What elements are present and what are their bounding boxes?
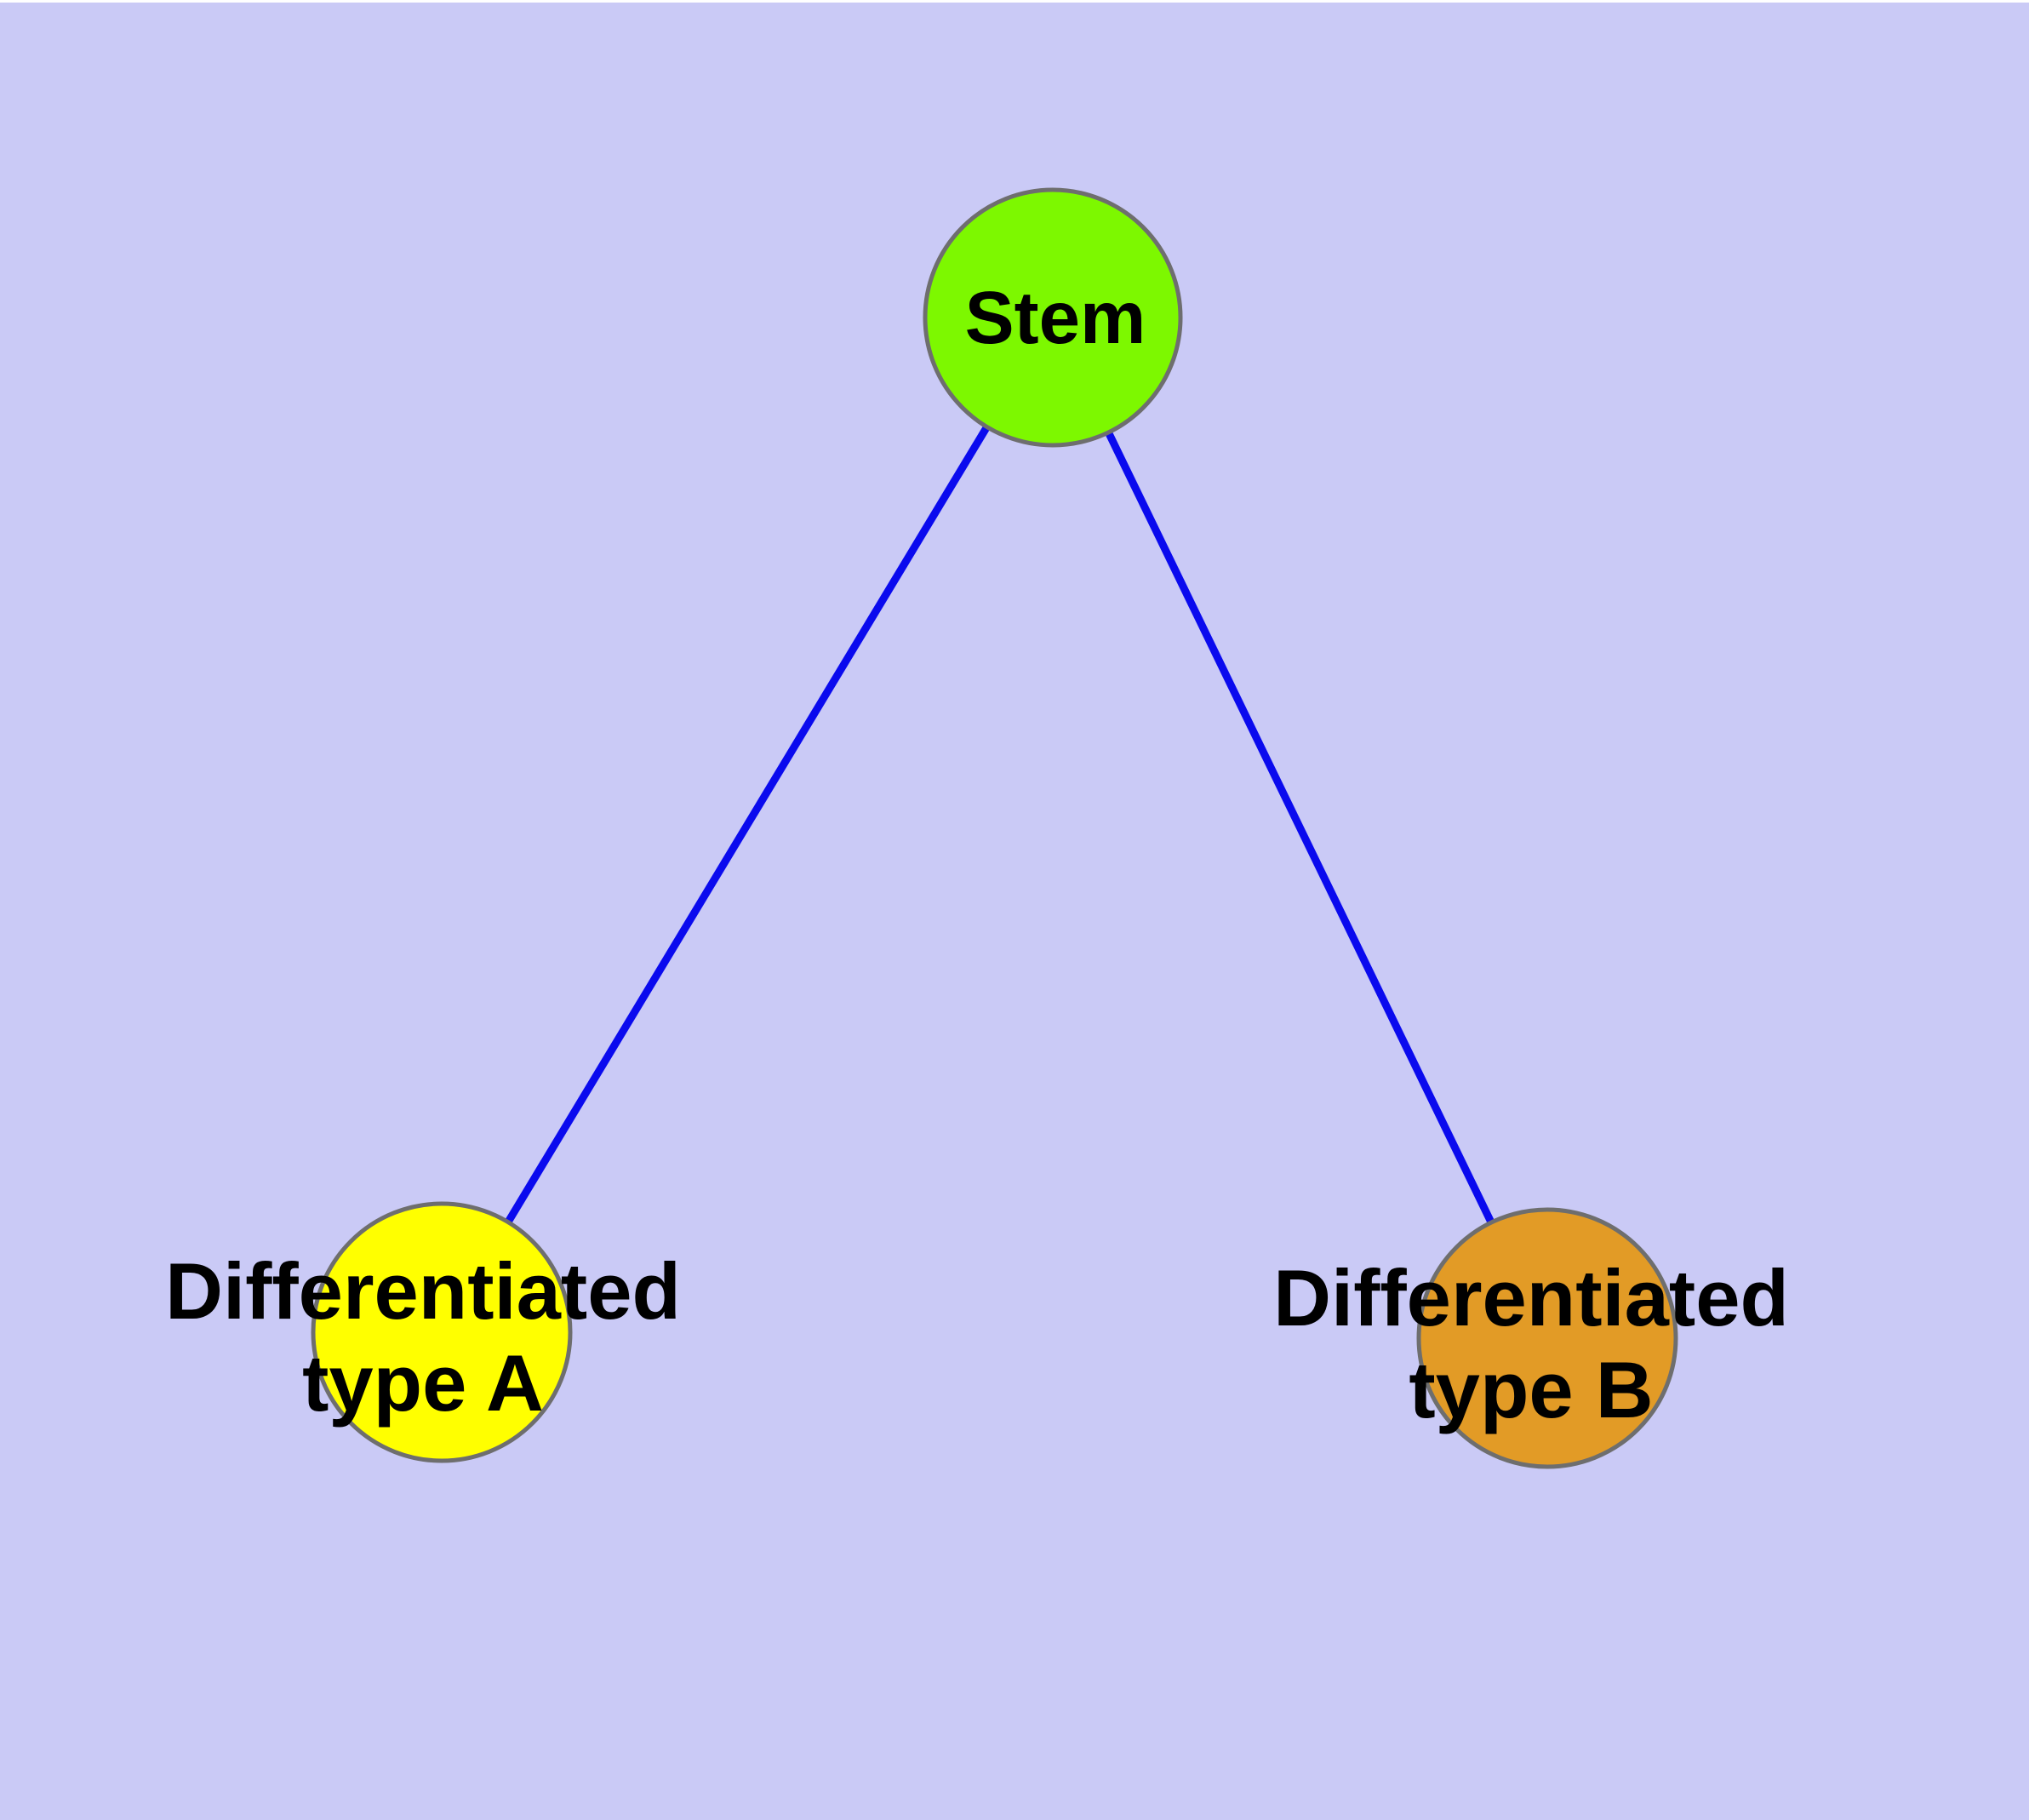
top-frame-strip xyxy=(0,0,2029,3)
node-stem-circle xyxy=(923,187,1183,448)
edge-stem-to-type-a xyxy=(438,315,1056,1335)
node-type-a-label-line1: Differentiated xyxy=(165,1246,681,1336)
node-type-b-label-line2: type B xyxy=(1409,1345,1653,1434)
node-type-b-label-line1: Differentiated xyxy=(1273,1253,1789,1342)
node-type-a-label-line2: type A xyxy=(302,1338,544,1428)
node-stem-label: Stem xyxy=(965,277,1146,359)
node-type-b-circle xyxy=(1416,1207,1678,1469)
edge-stem-to-type-b xyxy=(1049,316,1552,1340)
node-type-a-circle xyxy=(311,1201,573,1463)
